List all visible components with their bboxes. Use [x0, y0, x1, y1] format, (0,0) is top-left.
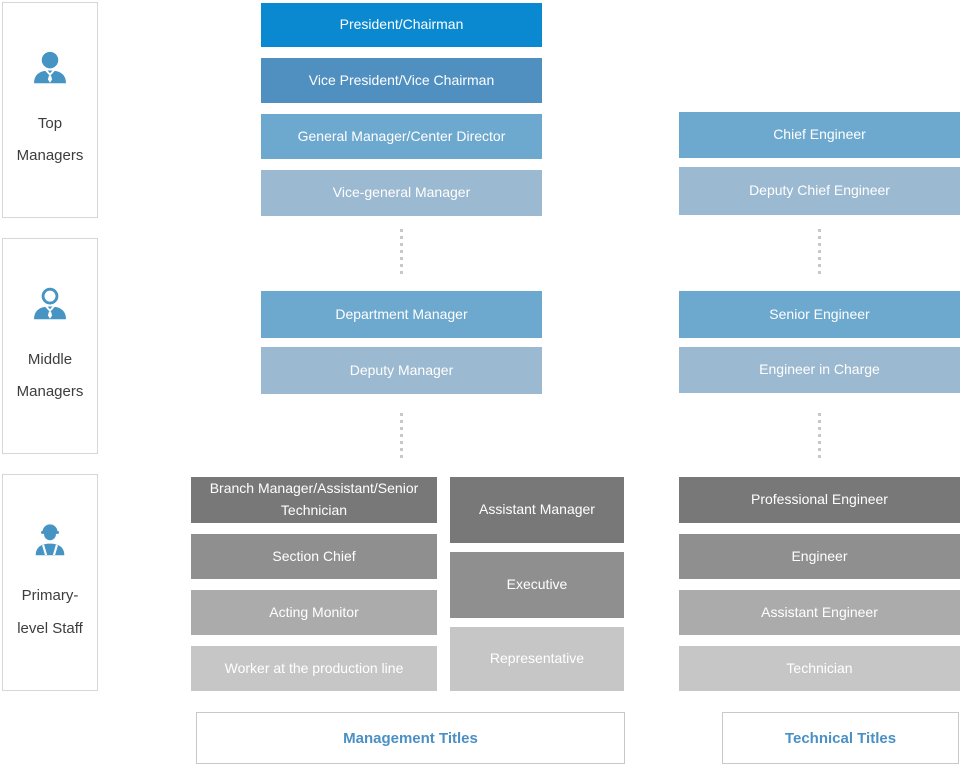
dotted-connector [400, 229, 403, 275]
org-box-assistant-manager: Assistant Manager [450, 477, 624, 543]
construction-worker-icon [28, 520, 72, 564]
org-box-engineer-in-charge: Engineer in Charge [679, 347, 960, 393]
org-box-production-line-worker: Worker at the production line [191, 646, 437, 691]
technical-titles-label: Technical Titles [722, 712, 959, 764]
org-box-acting-monitor: Acting Monitor [191, 590, 437, 635]
org-box-chief-engineer: Chief Engineer [679, 112, 960, 158]
org-box-assistant-engineer: Assistant Engineer [679, 590, 960, 635]
org-box-general-manager: General Manager/Center Director [261, 114, 542, 159]
group-label-top-managers: Top Managers [16, 114, 84, 164]
businessman-icon [28, 48, 72, 92]
org-box-branch-manager: Branch Manager/Assistant/Senior Technici… [191, 477, 437, 523]
org-box-deputy-chief-engineer: Deputy Chief Engineer [679, 167, 960, 215]
org-box-section-chief: Section Chief [191, 534, 437, 579]
dotted-connector [818, 413, 821, 461]
dotted-connector [400, 413, 403, 461]
group-card-primary-level-staff: Primary-level Staff [2, 474, 98, 691]
group-label-primary-level-staff: Primary-level Staff [17, 587, 83, 637]
group-card-top-managers: Top Managers [2, 2, 98, 218]
org-box-executive: Executive [450, 552, 624, 618]
group-label-middle-managers: Middle Managers [16, 350, 84, 400]
group-card-middle-managers: Middle Managers [2, 238, 98, 454]
dotted-connector [818, 229, 821, 275]
org-box-technician: Technician [679, 646, 960, 691]
org-box-vice-general-manager: Vice-general Manager [261, 170, 542, 216]
org-box-professional-engineer: Professional Engineer [679, 477, 960, 523]
manager-person-icon [28, 284, 72, 328]
management-titles-label: Management Titles [196, 712, 625, 764]
org-box-deputy-manager: Deputy Manager [261, 347, 542, 394]
org-box-vice-president: Vice President/Vice Chairman [261, 58, 542, 103]
org-box-department-manager: Department Manager [261, 291, 542, 338]
org-box-representative: Representative [450, 627, 624, 691]
org-box-engineer: Engineer [679, 534, 960, 579]
org-box-president-chairman: President/Chairman [261, 3, 542, 47]
org-box-senior-engineer: Senior Engineer [679, 291, 960, 338]
